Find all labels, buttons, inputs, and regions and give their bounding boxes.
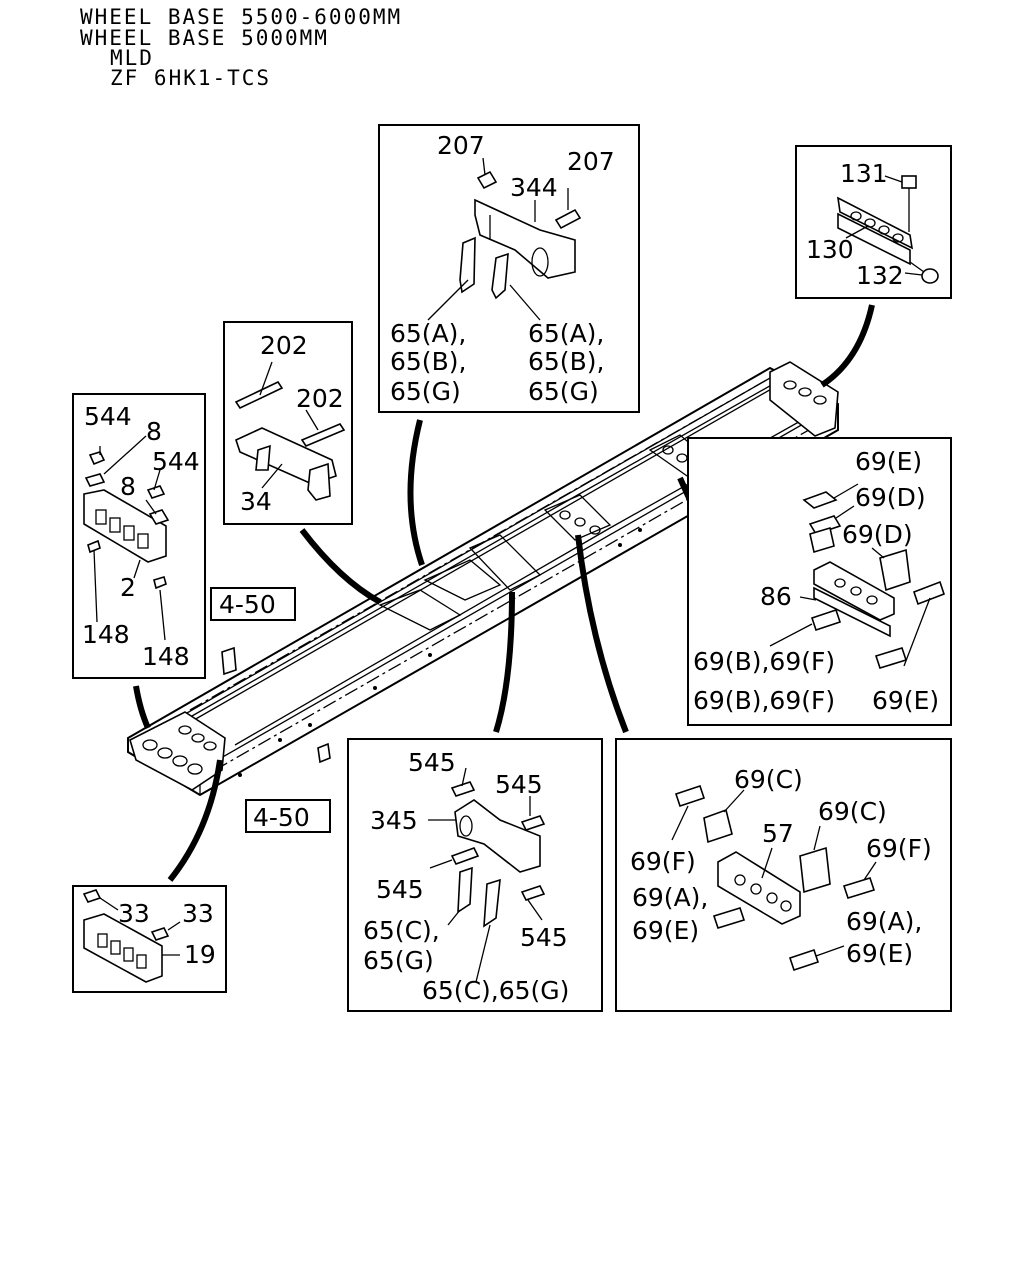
header-line-4: ZF 6HK1-TCS: [110, 66, 272, 90]
label-69e-bottom: 69(E): [872, 686, 939, 715]
label-202-top: 202: [260, 331, 308, 360]
label-69c-top: 69(C): [734, 765, 803, 794]
callout-leaders: [133, 304, 875, 882]
label-545-right: 545: [495, 770, 543, 799]
detail-box-bottom-right: 69(C) 69(C) 69(F) 69(F) 57 69(A), 69(E) …: [615, 738, 952, 1012]
header-line-2: WHEEL BASE 5000MM: [80, 26, 329, 50]
label-65-left-3: 65(G): [390, 377, 461, 406]
header-line-3: MLD: [110, 46, 154, 70]
label-148-right: 148: [142, 642, 190, 671]
detail-box-top-center: 207 207 344 65(A), 65(B), 65(G) 65(A), 6…: [378, 124, 640, 413]
label-544-top: 544: [84, 402, 132, 431]
label-545-bottom: 545: [520, 923, 568, 952]
ref-box-lower[interactable]: 4-50: [245, 799, 331, 833]
label-65cg-2: 65(G): [363, 946, 434, 975]
label-69f-left: 69(F): [630, 847, 696, 876]
label-69a-right: 69(A),: [846, 907, 922, 936]
header-line-1: WHEEL BASE 5500-6000MM: [80, 5, 403, 29]
label-69c-right: 69(C): [818, 797, 887, 826]
label-202-right: 202: [296, 384, 344, 413]
detail-box-bottom-left: 33 33 19: [72, 885, 227, 993]
detail-box-bottom-center: 545 545 345 545 545 65(C), 65(G) 65(C),6…: [347, 738, 603, 1012]
label-207-left: 207: [437, 131, 485, 160]
label-69e-top: 69(E): [855, 447, 922, 476]
label-33-left: 33: [118, 899, 150, 928]
label-544-mid: 544: [152, 447, 200, 476]
label-131: 131: [840, 159, 888, 188]
label-344: 344: [510, 173, 558, 202]
ref-label-lower: 4-50: [253, 803, 310, 832]
label-65cg-1: 65(C),: [363, 916, 440, 945]
label-69f-right: 69(F): [866, 834, 932, 863]
detail-box-top-right: 131 130 132: [795, 145, 952, 299]
label-69a-left: 69(A),: [632, 883, 708, 912]
ref-label-upper: 4-50: [219, 590, 276, 619]
label-19: 19: [184, 940, 216, 969]
ref-box-upper[interactable]: 4-50: [210, 587, 296, 621]
label-69e-right: 69(E): [846, 939, 913, 968]
label-69d-b: 69(D): [842, 520, 913, 549]
label-65-right-1: 65(A),: [528, 319, 604, 348]
label-34: 34: [240, 487, 272, 516]
label-69d-a: 69(D): [855, 483, 926, 512]
label-8-mid: 8: [120, 472, 136, 501]
label-65-left-2: 65(B),: [390, 347, 466, 376]
label-2: 2: [120, 573, 136, 602]
label-148-left: 148: [82, 620, 130, 649]
detail-box-mid-left: 202 202 34: [223, 321, 353, 525]
label-69bf-a: 69(B),69(F): [693, 647, 835, 676]
label-65-right-2: 65(B),: [528, 347, 604, 376]
detail-box-left: 544 8 544 8 2 148 148: [72, 393, 206, 679]
label-345: 345: [370, 806, 418, 835]
label-130: 130: [806, 235, 854, 264]
label-8-top: 8: [146, 417, 162, 446]
detail-box-right: 69(E) 69(D) 69(D) 86 69(B),69(F) 69(B),6…: [687, 437, 952, 726]
label-33-right: 33: [182, 899, 214, 928]
label-57: 57: [762, 819, 794, 848]
label-65-left-1: 65(A),: [390, 319, 466, 348]
label-545-left: 545: [376, 875, 424, 904]
label-65cg-bottom: 65(C),65(G): [422, 976, 569, 1005]
label-132: 132: [856, 261, 904, 290]
label-69bf-b: 69(B),69(F): [693, 686, 835, 715]
label-207-right: 207: [567, 147, 615, 176]
label-545-top: 545: [408, 748, 456, 777]
label-86: 86: [760, 582, 792, 611]
label-69e-left: 69(E): [632, 916, 699, 945]
label-65-right-3: 65(G): [528, 377, 599, 406]
